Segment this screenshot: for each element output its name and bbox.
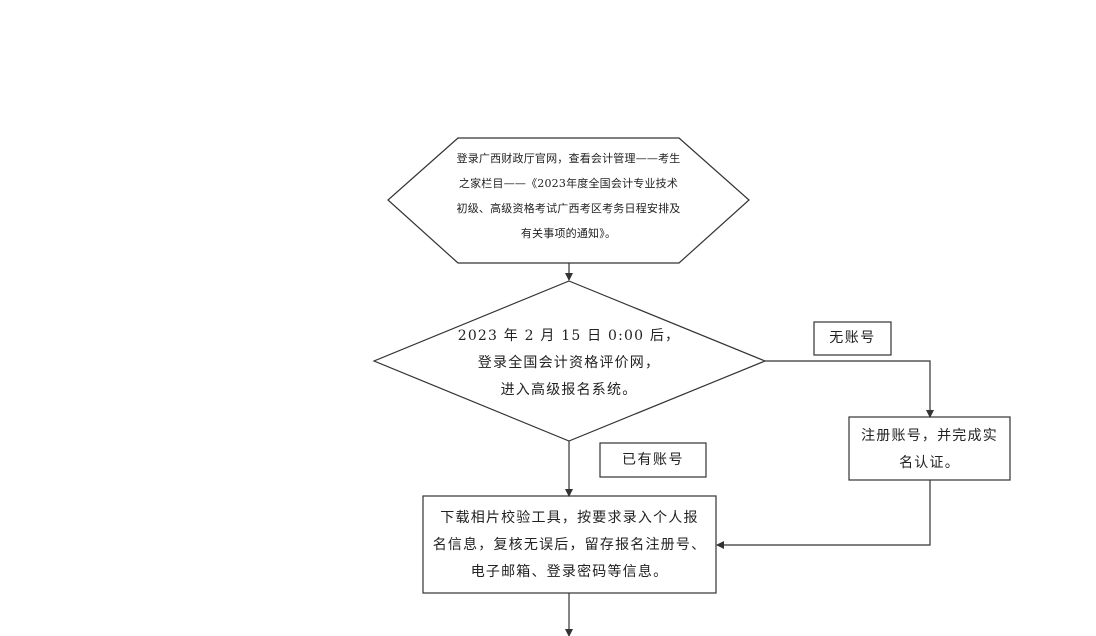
hexagon-line-1: 登录广西财政厅官网，查看会计管理——考生 bbox=[456, 152, 681, 165]
arrow-register-to-download bbox=[716, 480, 931, 549]
register-line-1: 注册账号，并完成实 bbox=[861, 428, 998, 444]
hexagon-line-2: 之家栏目——《2023年度全国会计专业技术 bbox=[458, 177, 679, 190]
arrow-diamond-to-register bbox=[765, 360, 934, 418]
has-account-label: 已有账号 bbox=[622, 452, 684, 468]
has-account-label-box bbox=[599, 442, 707, 478]
download-line-1: 下载相片校验工具，按要求录入个人报 bbox=[440, 510, 699, 526]
no-account-label-box bbox=[813, 321, 892, 356]
no-account-label: 无账号 bbox=[829, 330, 876, 346]
hexagon-start bbox=[387, 137, 750, 264]
diamond-text: 2023 年 2 月 15 日 0:00 后， 登录全国会计资格评价网， 进入高… bbox=[449, 323, 689, 404]
hexagon-line-4: 有关事项的通知》。 bbox=[520, 227, 617, 240]
download-line-3: 电子邮箱、登录密码等信息。 bbox=[470, 564, 669, 580]
hexagon-line-3: 初级、高级资格考试广西考区考务日程安排及 bbox=[456, 202, 681, 215]
diamond-line-1: 2023 年 2 月 15 日 0:00 后， bbox=[457, 328, 681, 344]
download-text: 下载相片校验工具，按要求录入个人报 名信息，复核无误后，留存报名注册号、 电子邮… bbox=[425, 505, 714, 586]
download-line-2: 名信息，复核无误后，留存报名注册号、 bbox=[432, 537, 707, 553]
hexagon-text: 登录广西财政厅官网，查看会计管理——考生 之家栏目——《2023年度全国会计专业… bbox=[438, 146, 699, 246]
diamond-line-2: 登录全国会计资格评价网， bbox=[477, 355, 661, 371]
register-line-2: 名认证。 bbox=[899, 455, 960, 471]
diamond-line-3: 进入高级报名系统。 bbox=[500, 382, 638, 398]
register-text: 注册账号，并完成实 名认证。 bbox=[851, 423, 1008, 477]
